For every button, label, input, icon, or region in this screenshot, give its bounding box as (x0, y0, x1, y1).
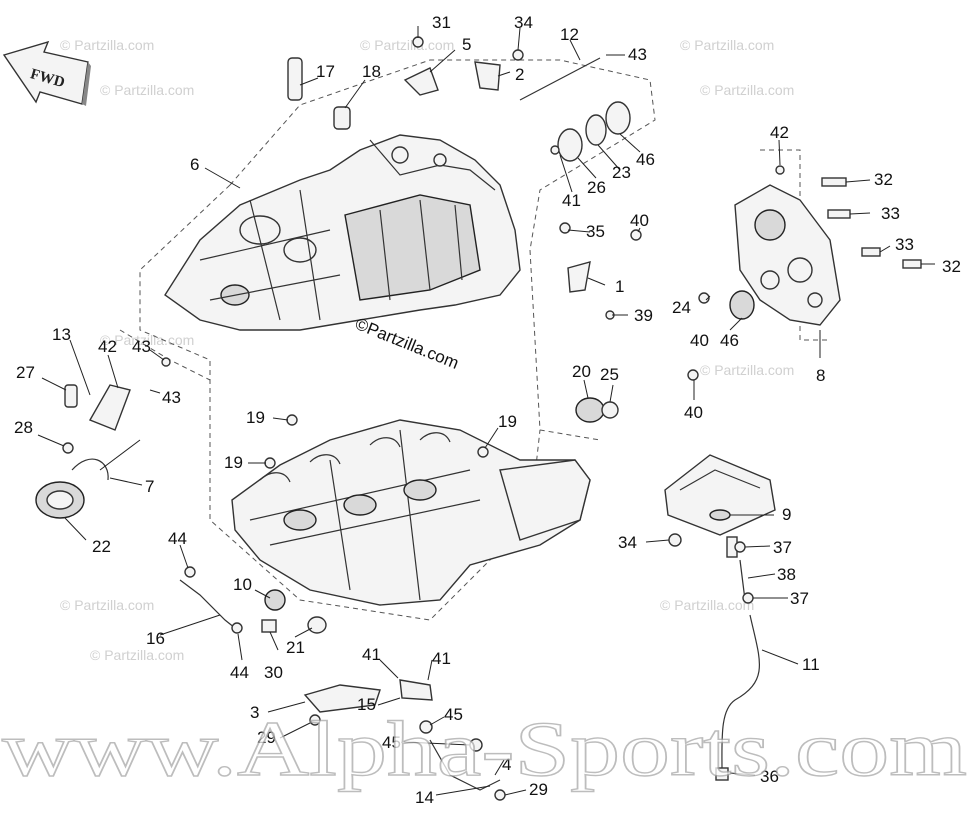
callout-12: 12 (560, 25, 579, 44)
callout-34-b: 34 (618, 533, 637, 552)
callout-18: 18 (362, 62, 381, 81)
callout-44-a: 44 (168, 529, 187, 548)
callout-14: 14 (415, 788, 434, 807)
callout-24: 24 (672, 298, 691, 317)
callout-8: 8 (816, 366, 825, 385)
callout-3: 3 (250, 703, 259, 722)
callout-34-a: 34 (514, 13, 533, 32)
callout-26: 26 (587, 178, 606, 197)
callout-31: 31 (432, 13, 451, 32)
callout-5: 5 (462, 35, 471, 54)
callout-7: 7 (145, 477, 154, 496)
callout-40-c: 40 (684, 403, 703, 422)
callout-43-b: 43 (132, 337, 151, 356)
watermark-partzilla: © Partzilla.com (700, 362, 794, 378)
callout-32-b: 32 (942, 257, 961, 276)
callout-40-a: 40 (630, 211, 649, 230)
callout-2: 2 (515, 65, 524, 84)
callout-35: 35 (586, 222, 605, 241)
callout-30: 30 (264, 663, 283, 682)
callout-20: 20 (572, 362, 591, 381)
callout-19-a: 19 (246, 408, 265, 427)
oil-pan (664, 454, 776, 536)
callout-19-c: 19 (498, 412, 517, 431)
callout-28: 28 (14, 418, 33, 437)
callout-43-c: 43 (162, 388, 181, 407)
forward-direction-arrow: FWD (2, 40, 91, 106)
callout-9: 9 (782, 505, 791, 524)
lower-crankcase (231, 419, 591, 606)
callout-32-a: 32 (874, 170, 893, 189)
callout-43-a: 43 (628, 45, 647, 64)
callout-44-b: 44 (230, 663, 249, 682)
watermark-partzilla: © Partzilla.com (60, 597, 154, 613)
alpha-sports-watermark: www.Alpha-Sports.com (2, 705, 967, 792)
partzilla-watermarks: © Partzilla.com © Partzilla.com © Partzi… (60, 37, 794, 663)
callout-17: 17 (316, 62, 335, 81)
callout-15: 15 (357, 695, 376, 714)
callout-13: 13 (52, 325, 71, 344)
callout-27: 27 (16, 363, 35, 382)
callout-10: 10 (233, 575, 252, 594)
callout-29-b: 29 (529, 780, 548, 799)
callout-11: 11 (802, 655, 820, 674)
callout-23: 23 (612, 163, 631, 182)
callout-25: 25 (600, 365, 619, 384)
callout-19-b: 19 (224, 453, 243, 472)
callout-6: 6 (190, 155, 199, 174)
callout-46-b: 46 (720, 331, 739, 350)
watermark-partzilla: © Partzilla.com (60, 37, 154, 53)
callout-33-b: 33 (895, 235, 914, 254)
callout-46-a: 46 (636, 150, 655, 169)
leader-lines (37, 26, 935, 796)
small-parts (35, 36, 922, 801)
callout-41-c: 41 (432, 649, 451, 668)
callout-29-a: 29 (257, 728, 276, 747)
watermark-partzilla: © Partzilla.com (100, 332, 194, 348)
side-cover (734, 184, 841, 326)
callout-36: 36 (760, 767, 779, 786)
callout-42-a: 42 (770, 123, 789, 142)
hoses-and-pipes (179, 536, 761, 791)
watermark-partzilla: © Partzilla.com (90, 647, 184, 663)
callout-21: 21 (286, 638, 305, 657)
callout-37-b: 37 (790, 589, 809, 608)
callout-22: 22 (92, 537, 111, 556)
callout-39: 39 (634, 306, 653, 325)
callout-40-b: 40 (690, 331, 709, 350)
callout-labels: 1 2 3 4 5 6 7 8 9 10 11 12 13 14 15 16 1… (14, 13, 961, 807)
watermark-partzilla: © Partzilla.com (700, 82, 794, 98)
callout-38: 38 (777, 565, 796, 584)
callout-41-b: 41 (362, 645, 381, 664)
callout-33-a: 33 (881, 204, 900, 223)
watermark-partzilla: © Partzilla.com (660, 597, 754, 613)
upper-crankcase (164, 134, 521, 331)
watermark-partzilla: © Partzilla.com (100, 82, 194, 98)
watermark-partzilla: © Partzilla.com (680, 37, 774, 53)
callout-42-b: 42 (98, 337, 117, 356)
callout-41-a: 41 (562, 191, 581, 210)
callout-1: 1 (615, 277, 624, 296)
watermark-partzilla: © Partzilla.com (360, 37, 454, 53)
callout-45-a: 45 (444, 705, 463, 724)
callout-4: 4 (502, 755, 511, 774)
callout-16: 16 (146, 629, 165, 648)
callout-45-b: 45 (382, 733, 401, 752)
callout-37-a: 37 (773, 538, 792, 557)
partzilla-credit: ©Partzilla.com (353, 314, 462, 373)
